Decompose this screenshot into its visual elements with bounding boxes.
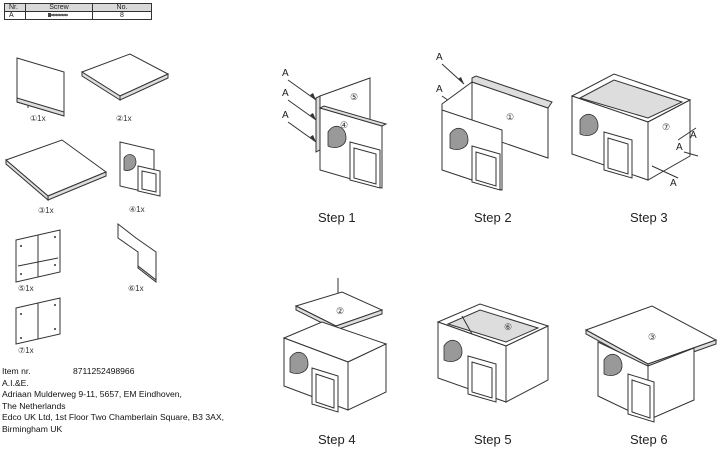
header-screw: Screw xyxy=(25,3,93,12)
screw-callout-a: A xyxy=(670,178,677,189)
screw-callout-a: A xyxy=(282,88,289,99)
part-2-callout: ② xyxy=(336,306,344,316)
part-4-label: ④1x xyxy=(129,205,145,214)
part-6-label: ⑥1x xyxy=(128,284,144,293)
address-line-1: Adriaan Mulderweg 9-11, 5657, EM Eindhov… xyxy=(2,389,182,400)
part-7-callout: ⑦ xyxy=(662,122,670,132)
step-3-drawing: ⑦ A A A xyxy=(570,73,699,189)
screw-callout-a: A xyxy=(436,84,443,95)
parts-table-row: A 8 xyxy=(4,11,152,20)
part-1-drawing xyxy=(16,57,65,117)
part-1-label: ①1x xyxy=(30,114,46,123)
brand-name: A.I.&E. xyxy=(2,377,29,388)
step-2-drawing: A A ① xyxy=(436,52,553,191)
screw-callout-a: A xyxy=(282,68,289,79)
screw-callout-a: A xyxy=(676,142,683,153)
screw-callout-a: A xyxy=(690,130,697,141)
part-6-drawing xyxy=(117,222,157,284)
address-line-4: Birmingham UK xyxy=(2,423,63,434)
part-6-callout: ⑥ xyxy=(504,322,512,332)
step-3-label: Step 3 xyxy=(630,210,668,225)
step-6-label: Step 6 xyxy=(630,432,668,447)
step-4-label: Step 4 xyxy=(318,432,356,447)
part-5-callout: ⑤ xyxy=(350,92,358,102)
part-7-drawing xyxy=(15,297,61,345)
step-4-drawing: ② xyxy=(282,278,388,413)
item-number-row: Item nr. 8711252498966 xyxy=(2,366,224,378)
step-5-label: Step 5 xyxy=(474,432,512,447)
item-number-value: 8711252498966 xyxy=(73,366,135,376)
header-no: No. xyxy=(92,3,152,12)
screw-icon xyxy=(48,13,68,18)
part-2-label: ②1x xyxy=(116,114,132,123)
screw-callout-a: A xyxy=(282,110,289,121)
address-line-2: The Netherlands xyxy=(2,400,66,411)
header-nr: Nr. xyxy=(4,3,26,12)
part-1-callout: ① xyxy=(506,112,514,122)
cell-no: 8 xyxy=(92,11,152,20)
item-number-label: Item nr. xyxy=(2,366,31,376)
part-3-drawing xyxy=(5,139,108,202)
cell-screw xyxy=(25,11,93,20)
cell-nr: A xyxy=(4,11,26,20)
step-5-drawing: ⑥ xyxy=(436,303,550,403)
step-6-drawing: ③ xyxy=(584,305,718,423)
part-4-drawing xyxy=(119,141,161,197)
manufacturer-info: Item nr. 8711252498966 A.I.&E. Adriaan Mu… xyxy=(2,366,224,436)
step-2-label: Step 2 xyxy=(474,210,512,225)
step-1-drawing: A A A ⑤ ④ xyxy=(282,68,388,189)
part-2-drawing xyxy=(80,53,170,101)
part-4-callout: ④ xyxy=(340,120,348,130)
part-3-label: ③1x xyxy=(38,206,54,215)
address-line-3: Edco UK Ltd, 1st Floor Two Chamberlain S… xyxy=(2,412,224,423)
screw-callout-a: A xyxy=(436,52,443,63)
part-3-callout: ③ xyxy=(648,332,656,342)
step-1-label: Step 1 xyxy=(318,210,356,225)
parts-table: Nr. Screw No. A 8 xyxy=(4,3,152,20)
part-5-drawing xyxy=(15,229,61,283)
part-7-label: ⑦1x xyxy=(18,346,34,355)
parts-table-header: Nr. Screw No. xyxy=(4,3,152,12)
part-5-label: ⑤1x xyxy=(18,284,34,293)
